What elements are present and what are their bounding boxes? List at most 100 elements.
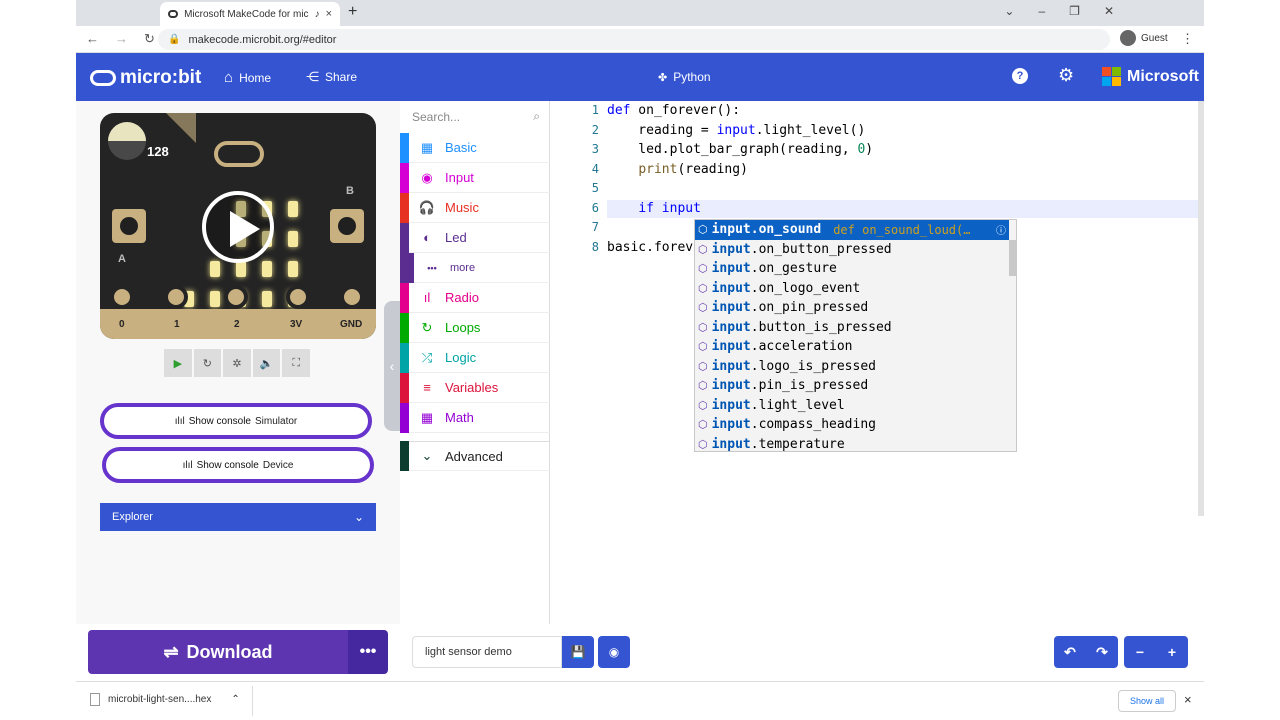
suggestion-item[interactable]: ⬡input.logo_is_pressed xyxy=(695,357,1009,377)
home-button[interactable]: ⌂ Home xyxy=(224,69,271,86)
reload-icon[interactable]: ↻ xyxy=(144,31,155,46)
microbit-logo[interactable]: micro:bit xyxy=(90,67,201,89)
code-line[interactable]: print(reading) xyxy=(638,161,748,177)
line-number: 3 xyxy=(591,142,599,156)
button-a[interactable] xyxy=(112,209,146,243)
code-line[interactable]: reading = input.light_level() xyxy=(607,122,866,138)
pin-1[interactable] xyxy=(164,285,188,309)
forward-icon[interactable]: → xyxy=(115,31,128,46)
show-console-device-button[interactable]: ılıl Show console Device xyxy=(102,447,374,483)
category-advanced[interactable]: ⌄Advanced xyxy=(400,441,550,471)
microsoft-logo[interactable]: Microsoft xyxy=(1102,67,1199,86)
profile-button[interactable]: Guest xyxy=(1120,30,1168,46)
pin-label: 1 xyxy=(174,319,180,330)
category-music[interactable]: 🎧Music xyxy=(400,192,550,223)
category-variables[interactable]: ≡Variables xyxy=(400,372,550,403)
pin-gnd[interactable] xyxy=(340,285,364,309)
led-pixel xyxy=(288,261,298,277)
code-line[interactable]: basic.forev xyxy=(607,239,694,255)
show-all-button[interactable]: Show all xyxy=(1118,690,1176,712)
download-more-button[interactable]: ••• xyxy=(348,630,388,674)
simulator-controls: ▶ ↻ ✲ 🔈 ⛶ xyxy=(164,349,310,377)
loop-icon: ↻ xyxy=(421,319,433,335)
chevron-up-icon[interactable]: ⌃ xyxy=(231,694,240,705)
suggestion-item[interactable]: ⬡input.on_pin_pressed xyxy=(695,298,1009,318)
suggestion-item[interactable]: ⬡input.on_logo_event xyxy=(695,279,1009,299)
category-logic[interactable]: ⤮Logic xyxy=(400,342,550,373)
suggestion-name: .on_button_pressed xyxy=(750,241,892,257)
gear-icon[interactable]: ⚙ xyxy=(1058,65,1075,85)
category-loops[interactable]: ↻Loops xyxy=(400,312,550,343)
share-button[interactable]: ⋲ Share xyxy=(306,69,357,85)
category-label: Variables xyxy=(445,380,499,395)
suggestion-item[interactable]: ⬡input.on_gesture xyxy=(695,259,1009,279)
github-button[interactable]: ◉ xyxy=(598,636,630,668)
suggestion-item[interactable]: ⬡input.pin_is_pressed xyxy=(695,376,1009,396)
suggestion-item[interactable]: ⬡input.button_is_pressed xyxy=(695,318,1009,338)
play-icon[interactable]: ▶ xyxy=(164,349,192,377)
code-line[interactable]: if input xyxy=(638,200,701,216)
tab-close-icon[interactable]: × xyxy=(325,8,332,20)
restore-icon[interactable]: ❐ xyxy=(1069,4,1080,18)
pin-0[interactable] xyxy=(110,285,134,309)
shelf-close-icon[interactable]: × xyxy=(1184,692,1192,707)
editor-scrollbar[interactable] xyxy=(1198,101,1204,516)
language-toggle[interactable]: ✤ Python xyxy=(658,70,711,84)
light-level-slider[interactable] xyxy=(108,122,146,160)
category-label: Input xyxy=(445,170,474,185)
show-console-simulator-button[interactable]: ılıl Show console Simulator xyxy=(100,403,372,439)
suggestion-item[interactable]: ⬡input.on_button_pressed xyxy=(695,240,1009,260)
explorer-toggle[interactable]: Explorer ⌄ xyxy=(100,503,376,531)
category-basic[interactable]: ▦Basic xyxy=(400,132,550,163)
tab-search-icon[interactable]: ⌄ xyxy=(1004,4,1015,18)
logo-touch-pad[interactable] xyxy=(214,141,264,167)
undo-button[interactable]: ↶ xyxy=(1054,636,1086,668)
pin-2[interactable] xyxy=(224,285,248,309)
restart-icon[interactable]: ↻ xyxy=(193,349,222,377)
download-item[interactable]: microbit-light-sen....hex ⌃ xyxy=(90,693,240,706)
suggestion-detail: def on_sound_loud(… xyxy=(833,222,971,237)
info-icon[interactable]: ⓘ xyxy=(996,226,1006,237)
suggestion-item[interactable]: ⬡input.compass_heading xyxy=(695,415,1009,435)
redo-button[interactable]: ↷ xyxy=(1086,636,1118,668)
save-button[interactable]: 💾 xyxy=(562,636,594,668)
browser-menu-icon[interactable]: ⋮ xyxy=(1181,31,1194,46)
button-b[interactable] xyxy=(330,209,364,243)
fullscreen-icon[interactable]: ⛶ xyxy=(282,349,310,377)
category-more[interactable]: •••more xyxy=(400,252,550,283)
window-close-icon[interactable]: ✕ xyxy=(1103,4,1114,18)
category-input[interactable]: ◉Input xyxy=(400,162,550,193)
back-icon[interactable]: ← xyxy=(86,31,99,46)
left-margin xyxy=(0,0,76,720)
mute-icon[interactable]: 🔈 xyxy=(252,349,281,377)
right-margin xyxy=(1204,0,1280,720)
minimize-icon[interactable]: – xyxy=(1038,4,1046,18)
pin-3v[interactable] xyxy=(286,285,310,309)
project-name-input[interactable]: light sensor demo xyxy=(412,636,562,668)
suggestion-item[interactable]: ⬡input.light_level xyxy=(695,396,1009,416)
toolbox-search-input[interactable]: Search... ⌕ xyxy=(400,101,550,133)
download-button[interactable]: ⇌ Download xyxy=(88,630,348,674)
category-led[interactable]: ◐Led xyxy=(400,222,550,253)
play-overlay-button[interactable] xyxy=(202,191,274,263)
browser-tab[interactable]: Microsoft MakeCode for mic ♪ × xyxy=(160,2,340,26)
collapse-simulator-button[interactable]: ‹ xyxy=(384,301,400,431)
category-color-bar xyxy=(400,402,409,433)
new-tab-button[interactable]: + xyxy=(348,3,358,20)
code-line[interactable]: led.plot_bar_graph(reading, 0) xyxy=(607,142,874,157)
url-input[interactable]: 🔒 makecode.microbit.org/#editor xyxy=(158,29,1110,50)
suggestion-item[interactable]: ⬡input.temperature xyxy=(695,435,1009,451)
microbit-board[interactable]: 128 A B 0 1 2 3V GND xyxy=(100,113,376,339)
zoom-out-button[interactable]: − xyxy=(1124,636,1156,668)
button-a-label: A xyxy=(118,253,126,265)
suggestion-scrollbar[interactable] xyxy=(1009,240,1016,276)
debug-icon[interactable]: ✲ xyxy=(223,349,251,377)
category-math[interactable]: ▦Math xyxy=(400,402,550,433)
help-icon[interactable]: ? xyxy=(1012,68,1028,84)
code-line[interactable]: def on_forever(): xyxy=(607,103,741,118)
suggestion-item[interactable]: ⬡input.acceleration xyxy=(695,337,1009,357)
zoom-in-button[interactable]: + xyxy=(1156,636,1188,668)
